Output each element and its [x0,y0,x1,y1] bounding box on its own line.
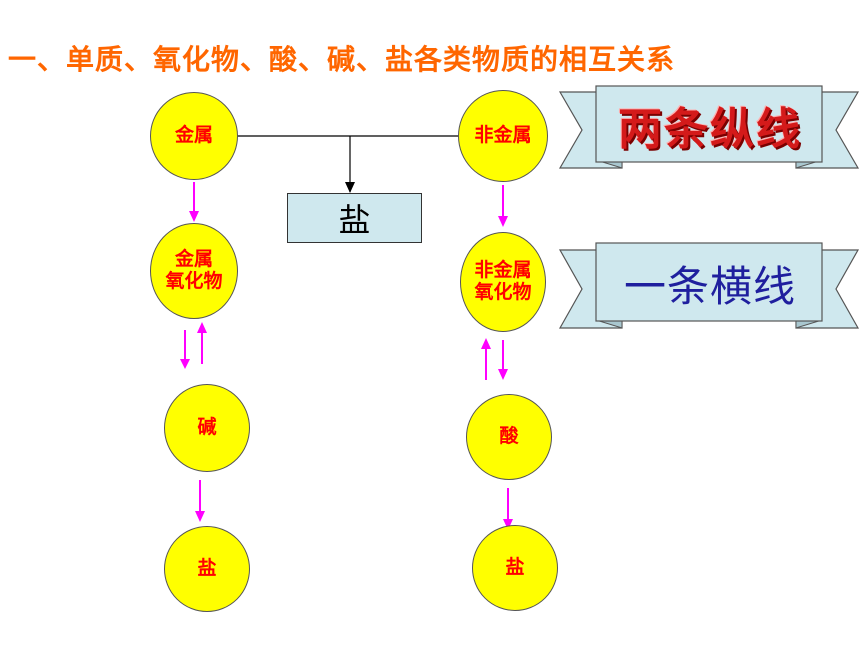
node-base-label: 碱 [197,416,217,439]
banner-two-vertical-lines [558,85,860,169]
slide-title: 一、单质、氧化物、酸、碱、盐各类物质的相互关系 [8,43,676,76]
node-metal: 金属 [150,92,238,180]
node-metal-oxide-label: 金属 氧化物 [165,248,223,293]
node-base: 碱 [164,384,250,472]
node-nonmetal-oxide-label: 非金属 氧化物 [474,259,532,304]
nonmetal-oxide-line1: 非金属 [474,259,532,282]
banner-two-vertical-lines-text: 两条纵线 [618,104,802,155]
node-salt-left-label: 盐 [197,557,217,580]
node-nonmetal-label: 非金属 [474,124,532,147]
metal-oxide-line2: 氧化物 [165,270,223,292]
banner-one-horizontal-line [558,242,860,329]
node-acid-label: 酸 [499,425,519,448]
node-salt-right-label: 盐 [505,556,525,579]
salt-connector-arrowhead [345,182,355,193]
node-salt-right: 盐 [472,525,558,611]
nonmetal-oxide-line2: 氧化物 [474,281,532,303]
node-acid: 酸 [466,394,552,480]
node-salt-left: 盐 [164,526,250,612]
node-metal-oxide: 金属 氧化物 [150,223,238,319]
node-nonmetal-oxide: 非金属 氧化物 [460,232,546,332]
metal-oxide-line1: 金属 [174,248,213,271]
node-nonmetal: 非金属 [458,90,548,182]
banner-one-horizontal-line-text: 一条横线 [623,261,796,311]
salt-box: 盐 [287,193,422,243]
node-metal-label: 金属 [174,124,213,147]
